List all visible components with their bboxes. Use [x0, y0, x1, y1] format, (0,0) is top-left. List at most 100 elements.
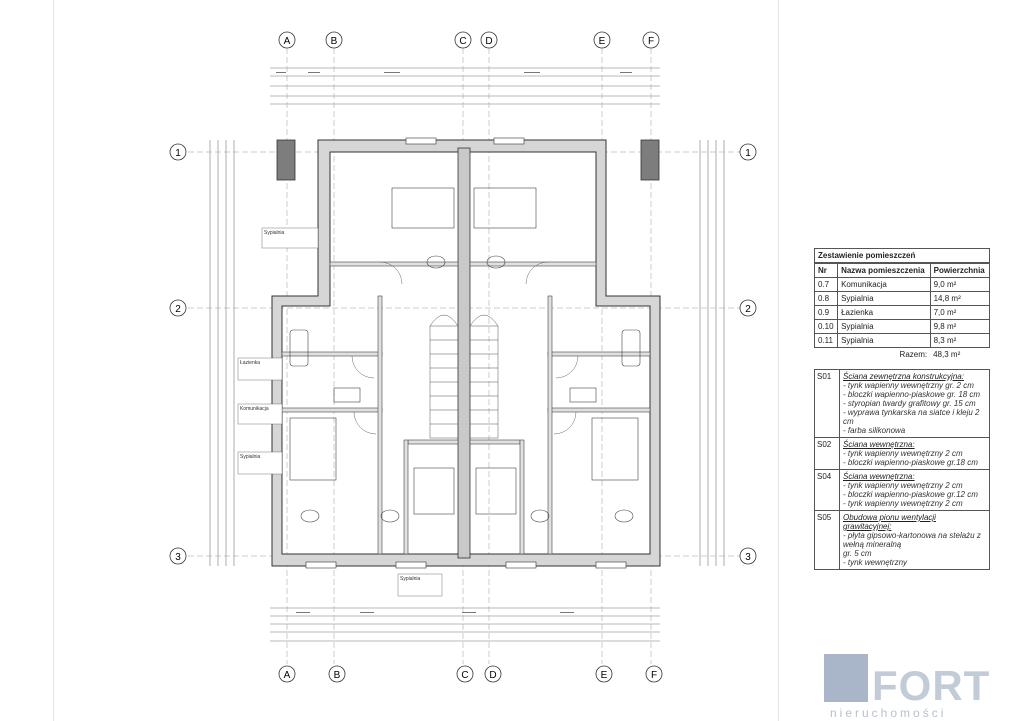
axis-bubble-top-b: B	[325, 31, 343, 49]
svg-text:D: D	[485, 36, 492, 47]
svg-text:F: F	[648, 36, 654, 47]
furniture	[289, 187, 641, 523]
cell-nr: 0.8	[813, 291, 839, 306]
fort-logo: FORT nieruchomości	[822, 652, 1022, 720]
wall-line: - styropian twardy grafitowy gr. 15 cm	[843, 399, 976, 408]
svg-text:1: 1	[745, 148, 751, 159]
table-row: 0.8 Sypialnia 14,8 m²	[813, 291, 991, 306]
wall-spec-s04: S04 Ściana wewnętrzna: - tynk wapienny w…	[814, 470, 990, 511]
axis-bubbles: A B C D E F A B C D E F 1 2 3 1 2 3	[169, 31, 757, 683]
wall-line: - tynk wapienny wewnętrzny 2 cm	[843, 449, 963, 458]
cell-area: 8,3 m²	[929, 333, 991, 348]
room-labels: Sypialnia Łazienka Komunikacja Sypialnia…	[237, 227, 443, 597]
cell-nr: 0.11	[813, 333, 839, 348]
dimension-ticks	[276, 72, 632, 613]
logo-subtitle: nieruchomości	[830, 706, 947, 720]
wall-line: - bloczki wapienno-piaskowe gr.18 cm	[843, 458, 978, 467]
svg-text:B: B	[331, 36, 338, 47]
top-dimension-lines	[270, 67, 660, 105]
svg-text:Sypialnia: Sypialnia	[264, 230, 285, 236]
wall-code: S01	[815, 370, 840, 437]
cell-area: 7,0 m²	[929, 305, 991, 320]
table-row: 0.9 Łazienka 7,0 m²	[813, 305, 991, 320]
wall-line: - tynk wapienny wewnętrzny gr. 2 cm	[843, 381, 974, 390]
svg-text:3: 3	[175, 552, 181, 563]
table-total-row: Razem: 48,3 m²	[815, 348, 990, 362]
cell-name: Sypialnia	[837, 291, 931, 306]
room-label-bedroom-3: Sypialnia	[397, 573, 443, 597]
svg-text:Sypialnia: Sypialnia	[240, 454, 261, 460]
svg-text:Łazienka: Łazienka	[240, 360, 260, 366]
wall-line: - tynk wapienny wewnętrzny 2 cm	[843, 499, 963, 508]
bottom-dimension-lines	[270, 607, 660, 642]
wall-line: gr. 5 cm	[843, 549, 872, 558]
axis-bubble-top-a: A	[278, 31, 296, 49]
wall-line: - bloczki wapienno-piaskowe gr. 18 cm	[843, 390, 981, 399]
table-row: 0.10 Sypialnia 9,8 m²	[813, 319, 991, 334]
svg-text:Sypialnia: Sypialnia	[400, 576, 421, 582]
cell-area: 14,8 m²	[929, 291, 991, 306]
page-margin-line	[778, 0, 779, 721]
axis-bubble-left-3: 3	[169, 547, 187, 565]
total-label: Razem:	[899, 350, 928, 359]
svg-text:3: 3	[745, 552, 751, 563]
chimney-right	[640, 139, 660, 181]
cell-nr: 0.7	[813, 277, 839, 292]
svg-text:E: E	[599, 36, 606, 47]
interior-walls	[281, 261, 651, 555]
table-header-row: Nr Nazwa pomieszczenia Powierzchnia	[813, 263, 991, 278]
svg-text:2: 2	[745, 304, 751, 315]
header-name: Nazwa pomieszczenia	[837, 263, 931, 278]
logo-word: FORT	[872, 662, 991, 709]
wall-spec-s01: S01 Ściana zewnętrzna konstrukcyjna: - t…	[814, 369, 990, 438]
wall-line: - tynk wewnętrzny	[843, 558, 908, 567]
wall-code: S05	[815, 511, 840, 569]
axis-bubble-bottom-c: C	[456, 665, 474, 683]
room-label-bathroom: Łazienka	[237, 357, 283, 381]
axis-bubble-bottom-a: A	[278, 665, 296, 683]
svg-text:E: E	[601, 670, 608, 681]
party-wall	[457, 147, 471, 559]
wall-name: Obudowa pionu wentylacji grawitacyjnej:	[843, 513, 936, 531]
cell-name: Komunikacja	[837, 277, 931, 292]
svg-text:D: D	[489, 670, 496, 681]
wall-line: - wyprawa tynkarska na siatce i kleju 2 …	[843, 408, 980, 426]
header-area: Powierzchnia	[929, 263, 991, 278]
page-margin-line	[53, 0, 54, 721]
exterior-walls	[271, 139, 661, 567]
axis-bubble-left-1: 1	[169, 143, 187, 161]
axis-bubble-bottom-b: B	[328, 665, 346, 683]
axis-bubble-bottom-d: D	[484, 665, 502, 683]
cell-area: 9,0 m²	[929, 277, 991, 292]
wall-code: S04	[815, 470, 840, 510]
svg-text:A: A	[284, 36, 291, 47]
axis-bubble-right-2: 2	[739, 299, 757, 317]
cell-name: Sypialnia	[837, 319, 931, 334]
axis-bubble-left-2: 2	[169, 299, 187, 317]
room-label-bedroom-2: Sypialnia	[237, 451, 283, 475]
table-row: 0.7 Komunikacja 9,0 m²	[813, 277, 991, 292]
room-schedule: Zestawienie pomieszczeń Nr Nazwa pomiesz…	[813, 248, 991, 570]
right-dimension-lines	[699, 140, 725, 566]
wall-name: Ściana wewnętrzna:	[843, 472, 915, 481]
door-swings	[351, 261, 579, 435]
svg-text:A: A	[284, 670, 291, 681]
cell-nr: 0.9	[813, 305, 839, 320]
cell-nr: 0.10	[813, 319, 839, 334]
wall-line: - tynk wapienny wewnętrzny 2 cm	[843, 481, 963, 490]
wall-code: S02	[815, 438, 840, 469]
room-label-bedroom-1: Sypialnia	[261, 227, 319, 249]
cell-area: 9,8 m²	[929, 319, 991, 334]
axis-bubble-right-3: 3	[739, 547, 757, 565]
total-value: 48,3 m²	[933, 350, 961, 359]
castle-tower-icon	[824, 654, 868, 702]
wall-spec-s05: S05 Obudowa pionu wentylacji grawitacyjn…	[814, 511, 990, 570]
axis-bubble-top-e: E	[593, 31, 611, 49]
header-nr: Nr	[813, 263, 839, 278]
wall-spec-s02: S02 Ściana wewnętrzna: - tynk wapienny w…	[814, 438, 990, 470]
svg-text:Komunikacja: Komunikacja	[240, 406, 269, 412]
windows	[305, 137, 627, 569]
wall-line: - bloczki wapienno-piaskowe gr.12 cm	[843, 490, 978, 499]
svg-text:C: C	[459, 36, 466, 47]
room-label-corridor: Komunikacja	[237, 403, 283, 425]
